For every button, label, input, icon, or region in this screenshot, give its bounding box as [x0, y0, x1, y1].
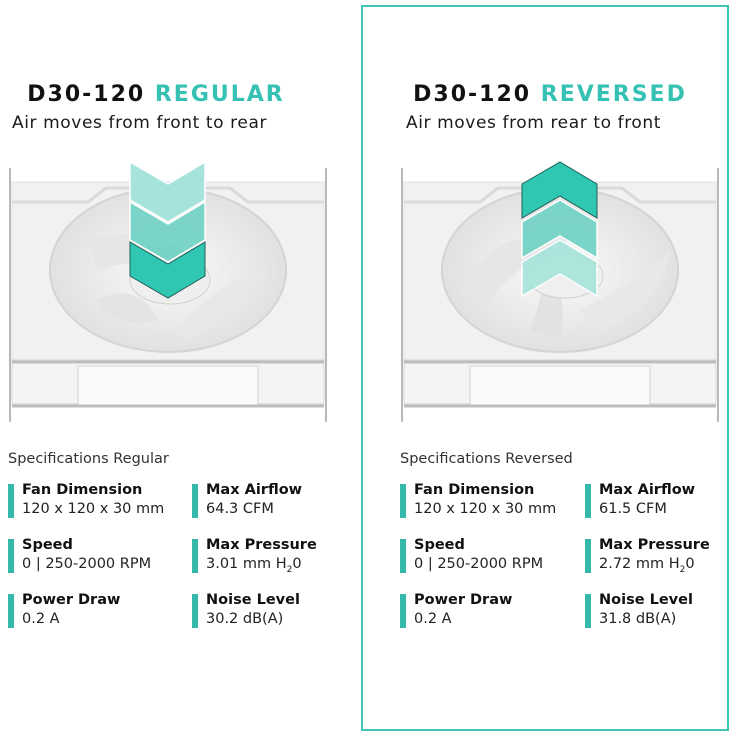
- fan-image-reversed: [401, 161, 719, 422]
- accent-bar: [8, 594, 14, 628]
- spec-max-pressure: Max Pressure 2.72 mm H20: [585, 536, 710, 580]
- specifications-heading: Specifications Regular: [8, 451, 169, 467]
- accent-bar: [192, 484, 198, 518]
- spec-fan-dimension: Fan Dimension 120 x 120 x 30 mm: [8, 481, 164, 519]
- accent-bar: [585, 484, 591, 518]
- model-name: D30-120: [413, 82, 532, 107]
- panel-title: D30-120 REGULAR: [0, 82, 326, 107]
- accent-bar: [585, 594, 591, 628]
- spec-max-airflow: Max Airflow 61.5 CFM: [585, 481, 695, 519]
- spec-fan-dimension: Fan Dimension 120 x 120 x 30 mm: [400, 481, 556, 519]
- spec-power-draw: Power Draw 0.2 A: [8, 591, 120, 629]
- spec-power-draw: Power Draw 0.2 A: [400, 591, 512, 629]
- accent-bar: [400, 594, 406, 628]
- spec-speed: Speed 0 | 250-2000 RPM: [400, 536, 543, 574]
- fan-image-regular: [9, 160, 327, 422]
- regular-panel: D30-120 REGULAR Air moves from front to …: [0, 82, 327, 629]
- accent-bar: [400, 484, 406, 518]
- spec-max-airflow: Max Airflow 64.3 CFM: [192, 481, 302, 519]
- accent-bar: [400, 539, 406, 573]
- model-name: D30-120: [27, 82, 146, 107]
- accent-bar: [8, 539, 14, 573]
- accent-bar: [192, 539, 198, 573]
- panel-title: D30-120 REVERSED: [380, 82, 720, 107]
- spec-noise-level: Noise Level 31.8 dB(A): [585, 591, 693, 629]
- accent-bar: [8, 484, 14, 518]
- spec-max-pressure: Max Pressure 3.01 mm H20: [192, 536, 317, 580]
- spec-speed: Speed 0 | 250-2000 RPM: [8, 536, 151, 574]
- airflow-description: Air moves from front to rear: [12, 113, 268, 133]
- specifications-heading: Specifications Reversed: [400, 451, 573, 467]
- variant-name: REGULAR: [154, 82, 285, 107]
- accent-bar: [585, 539, 591, 573]
- accent-bar: [192, 594, 198, 628]
- spec-noise-level: Noise Level 30.2 dB(A): [192, 591, 300, 629]
- variant-name: REVERSED: [540, 82, 687, 107]
- reversed-panel: D30-120 REVERSED Air moves from rear to …: [368, 0, 736, 736]
- airflow-description: Air moves from rear to front: [406, 113, 662, 133]
